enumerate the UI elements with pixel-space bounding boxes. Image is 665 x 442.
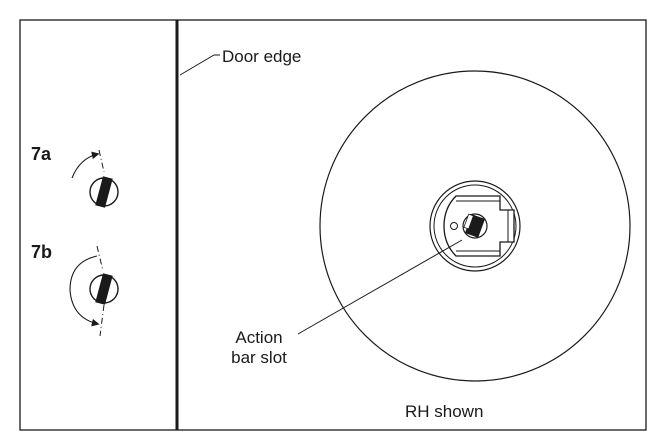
- action-bar-slot-label-line1: Action: [235, 328, 283, 347]
- hub-ring-outer: [429, 180, 521, 272]
- knob-7a: [71, 149, 119, 208]
- rosette-assembly: [319, 70, 631, 382]
- knob-7b-axis-bottom: [99, 304, 105, 337]
- action-bar-slot-highlight: [463, 213, 474, 230]
- housing-notch: [450, 222, 458, 230]
- door-edge-leader: [179, 54, 220, 76]
- diagram-frame: [19, 19, 647, 431]
- knob-7b-axis-top: [96, 245, 104, 272]
- hub-ring-middle: [433, 184, 517, 268]
- knob-7b-bar: [95, 273, 113, 305]
- action-bar-slot-label-line2: bar slot: [231, 348, 287, 367]
- knob-7a-axis: [98, 149, 105, 173]
- step-7b-label: 7b: [31, 242, 53, 262]
- rh-shown-label: RH shown: [405, 402, 484, 421]
- rosette-outer: [319, 70, 631, 382]
- rotation-arrow-counterclockwise-icon: [69, 255, 100, 327]
- knob-7b: [69, 245, 119, 337]
- knob-7a-bar: [95, 176, 113, 208]
- action-bar-slot-leader: [297, 239, 463, 335]
- action-bar-slot-label: Action bar slot: [220, 328, 298, 368]
- door-edge-label: Door edge: [222, 47, 302, 66]
- step-7a-label: 7a: [31, 144, 52, 164]
- rotation-arrow-clockwise-icon: [71, 151, 100, 179]
